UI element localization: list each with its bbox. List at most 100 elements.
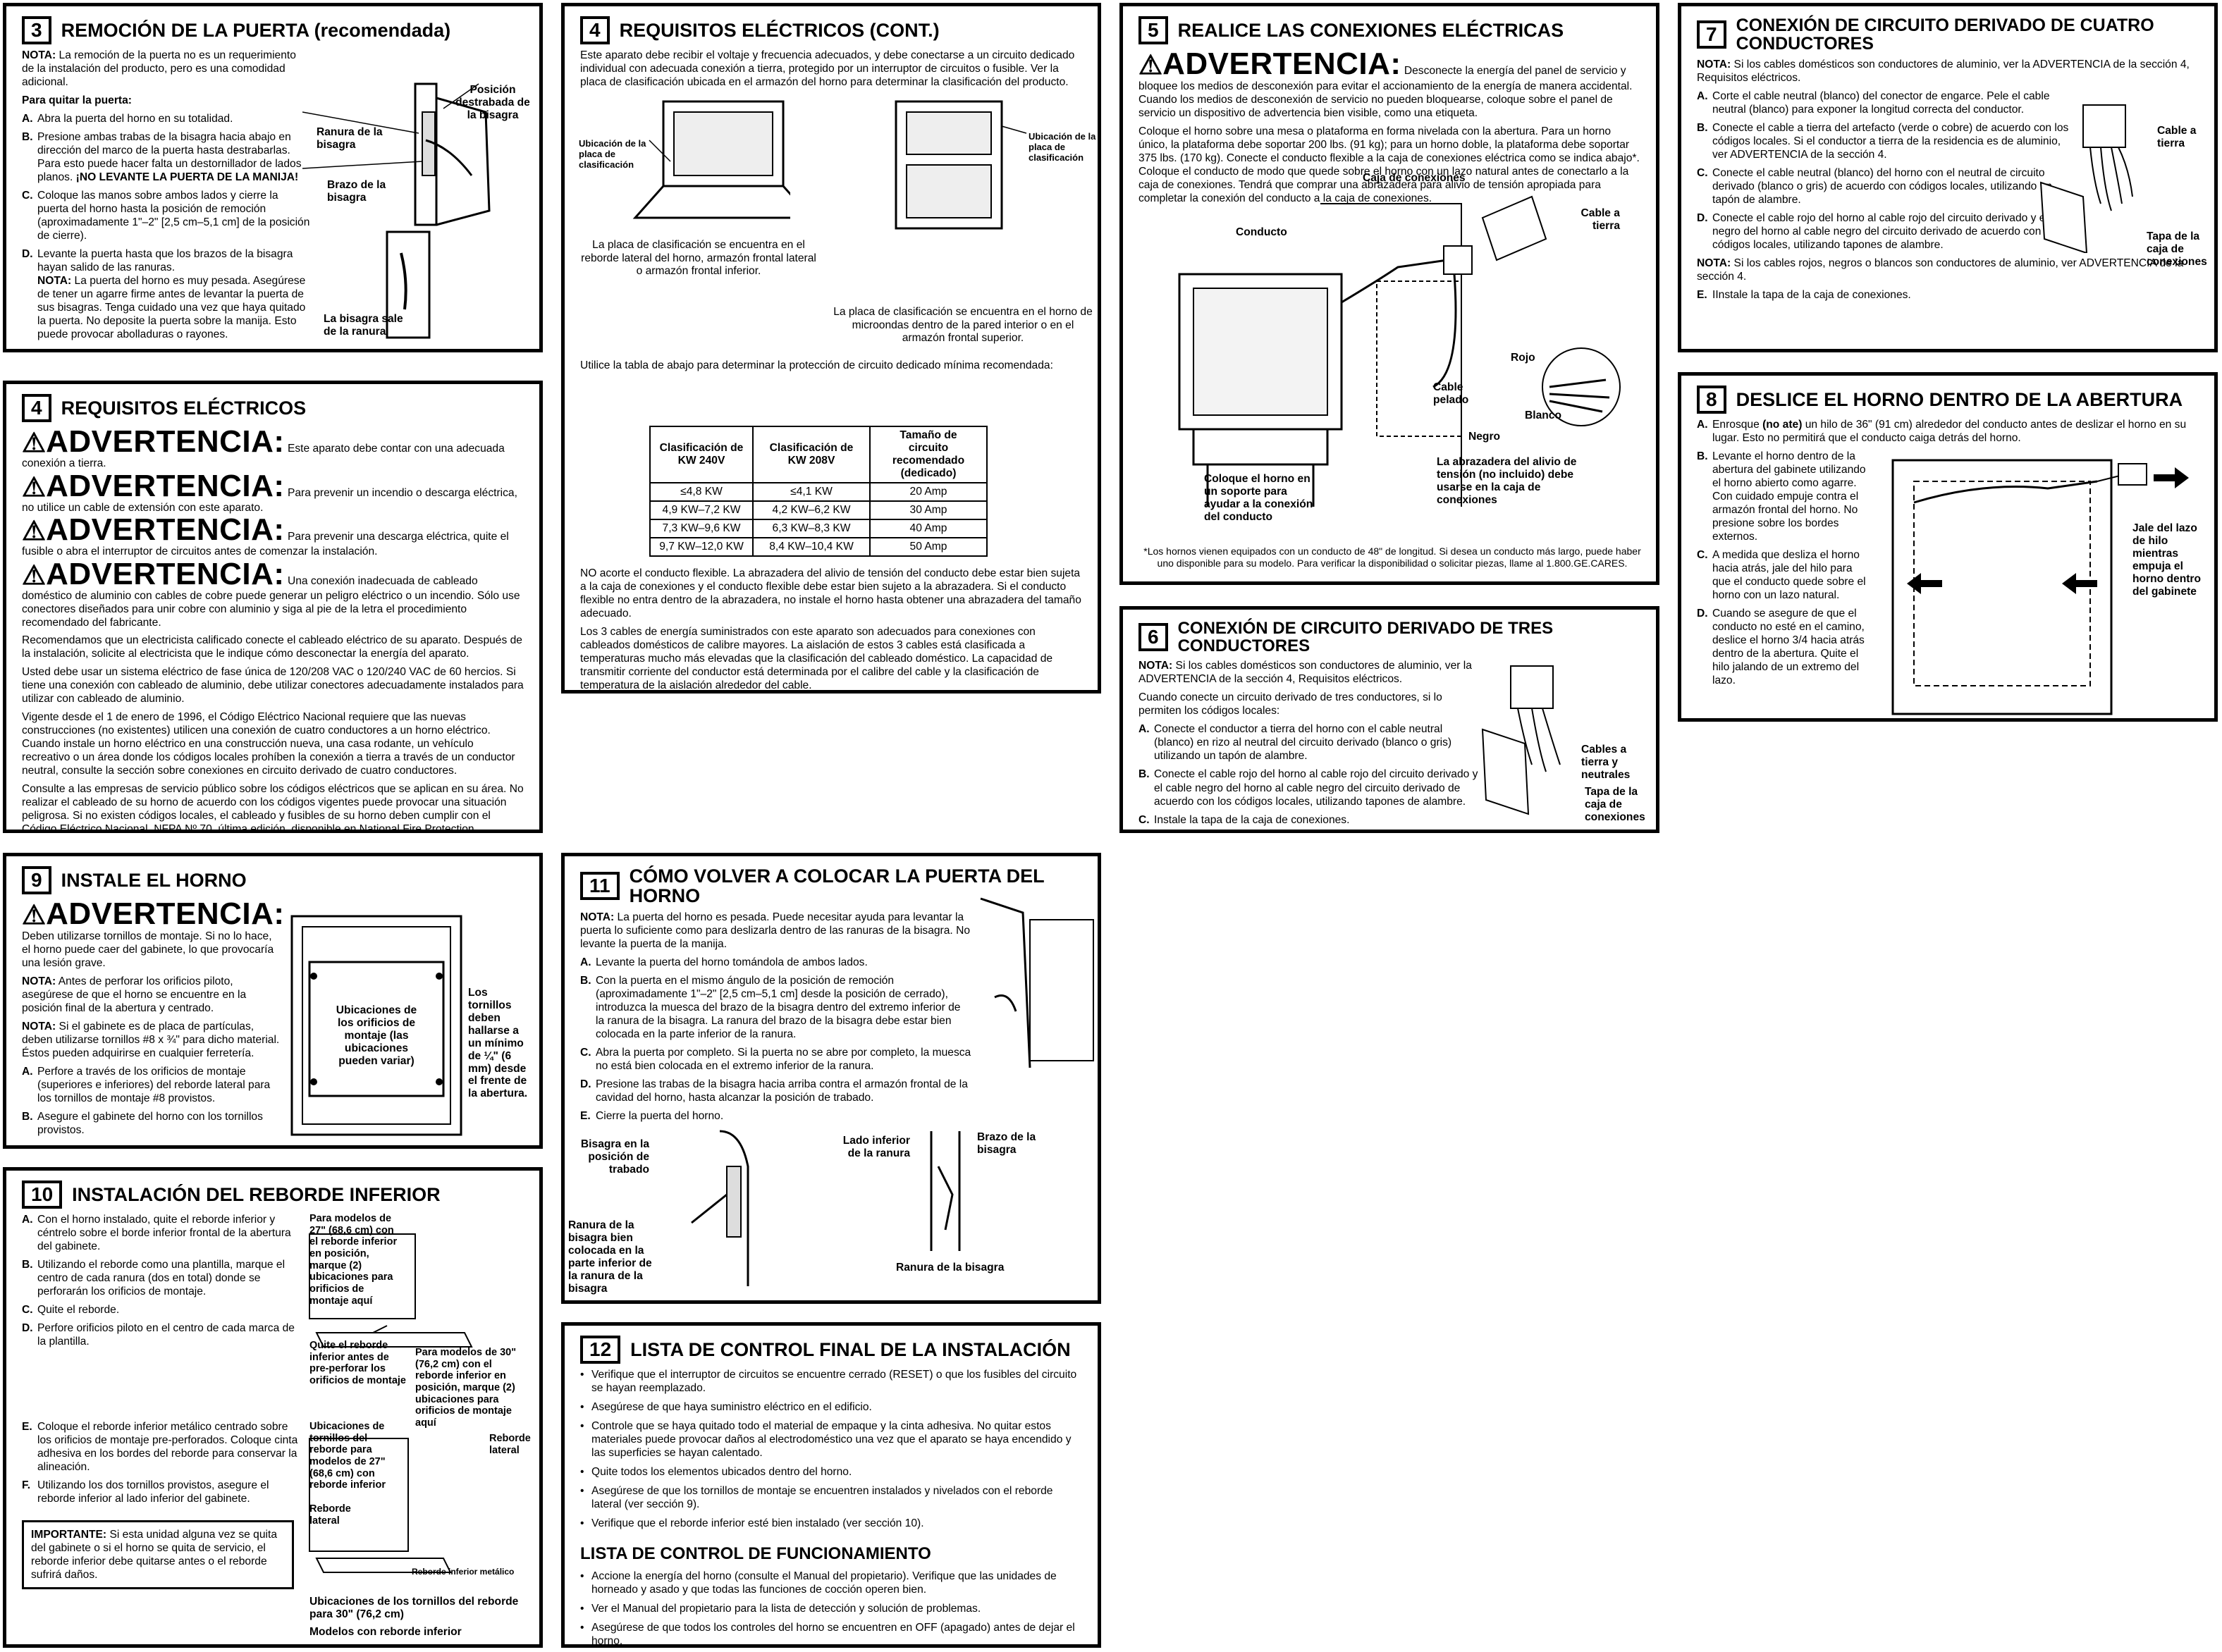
step-c: C.Quite el reborde. (22, 1304, 120, 1317)
step-d: D.Presione las trabas de la bisagra haci… (580, 1078, 968, 1104)
step-b: B.Levante el horno dentro de la abertura… (1697, 450, 1866, 543)
section-title: REMOCIÓN DE LA PUERTA (recomendada) (61, 19, 451, 41)
section-title: INSTALE EL HORNO (61, 869, 247, 891)
list-item: •Asegúrese de que haya suministro eléctr… (580, 1401, 872, 1414)
label-ground-cable: Cable a tierra (2157, 125, 2197, 149)
list-item: •Controle que se haya quitado todo el ma… (580, 1420, 1072, 1460)
paragraph: Usted debe usar un sistema eléctrico de … (22, 666, 524, 705)
step-b: B.Presione ambas trabas de la bisagra ha… (22, 131, 302, 184)
label-pull-string: Jale del lazo de hilo mientras empuja el… (2132, 522, 2202, 598)
label-slot-bottom: Lado inferior de la ranura (842, 1135, 910, 1159)
list-item: •Verifique que el interruptor de circuit… (580, 1369, 1077, 1395)
label-metal-trim: Reborde inferior metálico (412, 1567, 515, 1577)
door-hinge-illustration (302, 82, 491, 339)
warning-3: ⚠ADVERTENCIA: Para prevenir una descarga… (22, 512, 509, 558)
step-d: D.Perfore orificios piloto en el centro … (22, 1322, 295, 1348)
step-a: A.Levante la puerta del horno tomándola … (580, 956, 868, 968)
label-30-models: Para modelos de 30" (76,2 cm) con el reb… (415, 1347, 517, 1429)
label-white: Blanco (1525, 409, 1561, 421)
step-b: B.Asegure el gabinete del horno con los … (22, 1111, 263, 1137)
paragraph: Recomendamos que un electricista calific… (22, 634, 522, 660)
intro: Cuando conecte un circuito derivado de t… (1138, 691, 1442, 717)
label-ground-cable: Cable a tierra (1580, 207, 1620, 232)
section-number: 8 (1697, 386, 1726, 414)
mounting-illustration (290, 915, 462, 1136)
note-2: NOTA: Si los cables rojos, negros o blan… (1697, 257, 2184, 283)
warning-text: Deben utilizarse tornillos de montaje. S… (22, 930, 274, 970)
section-title: CONEXIÓN DE CIRCUITO DERIVADO DE CUATRO … (1736, 16, 2154, 54)
section-title: REQUISITOS ELÉCTRICOS (CONT.) (619, 19, 940, 41)
label-hinge-locked: Bisagra en la posición de trabado (580, 1138, 649, 1176)
list-item: •Verifique que el reborde inferior esté … (580, 1517, 924, 1530)
paragraph: Los 3 cables de energía suministrados co… (580, 626, 1053, 692)
note: NOTA: Si los cables domésticos son condu… (1138, 660, 1472, 686)
step-a: A.Perfore a través de los orificios de m… (22, 1066, 271, 1105)
important-box: IMPORTANTE: Si esta unidad alguna vez se… (22, 1520, 294, 1590)
subheading: LISTA DE CONTROL DE FUNCIONAMIENTO (580, 1544, 931, 1564)
slide-oven-illustration (1891, 459, 2189, 715)
label-black: Negro (1468, 431, 1501, 443)
step-e: E.Coloque el reborde inferior metálico c… (22, 1421, 298, 1474)
step-d: D.Cuando se asegure de que el conducto n… (1697, 608, 1865, 687)
caption-30: Ubicaciones de los tornillos del reborde… (309, 1596, 519, 1620)
section-number: 3 (22, 16, 51, 44)
table-header: Clasificación de KW 208V (752, 426, 871, 483)
section-number: 6 (1138, 623, 1168, 652)
paragraph: Consulte a las empresas de servicio públ… (22, 783, 524, 833)
label-cover: Tapa de la caja de conexiones (1585, 786, 1645, 823)
paragraph: Vigente desde el 1 de enero de 1996, el … (22, 711, 515, 777)
list-item: •Accione la energía del horno (consulte … (580, 1570, 1057, 1596)
warning-4: ⚠ADVERTENCIA: Una conexión inadecuada de… (22, 557, 520, 629)
step-c: C.Coloque las manos sobre ambos lados y … (22, 190, 310, 242)
intro: Este aparato debe recibir el voltaje y f… (580, 49, 1075, 89)
section-number: 10 (22, 1181, 63, 1209)
door-replace-illustration (980, 897, 1094, 1068)
label-27-models: Para modelos de 27" (68,6 cm) con el reb… (309, 1213, 398, 1307)
section-title: LISTA DE CONTROL FINAL DE LA INSTALACIÓN (630, 1338, 1071, 1360)
section-number: 4 (22, 394, 51, 422)
section-number: 12 (580, 1336, 621, 1364)
label-hinge-slot-seated: Ranura de la bisagra bien colocada en la… (568, 1219, 652, 1295)
label-screw-locations: Ubicaciones de tornillos del reborde par… (309, 1421, 386, 1491)
section-number: 5 (1138, 16, 1168, 44)
step-d: D.Conecte el cable rojo del horno al cab… (1697, 211, 2077, 251)
caption-wall-oven: La placa de clasificación se encuentra e… (581, 239, 816, 278)
label-rating-plate: Ubicación de la placa de clasificación (1029, 131, 1096, 163)
list-item: •Quite todos los elementos ubicados dent… (580, 1466, 852, 1479)
combo-oven-illustration (895, 100, 1027, 230)
label-side-trim: Reborde lateral (489, 1433, 531, 1456)
step-c: C.A medida que desliza el horno hacia at… (1697, 549, 1866, 602)
connection-illustration (1178, 195, 1621, 507)
step-d: D.Levante la puerta hasta que los brazos… (22, 248, 306, 341)
caption-combo-oven: La placa de clasificación se encuentra e… (833, 306, 1093, 345)
step-e: E.IInstale la tapa de la caja de conexio… (1697, 288, 1911, 301)
table-intro: Utilice la tabla de abajo para determina… (580, 359, 1053, 371)
caption-models: Modelos con reborde inferior (309, 1626, 462, 1638)
section-12-final-checklist: 12 LISTA DE CONTROL FINAL DE LA INSTALACI… (561, 1322, 1101, 1648)
wall-oven-illustration (632, 100, 790, 219)
step-a: A.Abra la puerta del horno en su totalid… (22, 113, 233, 125)
label-hole-locations: Ubicaciones de los orificios de montaje … (336, 1004, 417, 1067)
step-b: B.Utilizando el reborde como una plantil… (22, 1259, 286, 1298)
section-title: REALICE LAS CONEXIONES ELÉCTRICAS (1177, 19, 1564, 41)
note: NOTA: Si el gabinete es de placa de part… (22, 1021, 280, 1060)
circuit-table: Clasificación de KW 240V Clasificación d… (649, 426, 988, 557)
warning: ⚠ADVERTENCIA: (22, 896, 285, 931)
step-b: B.Con la puerta en el mismo ángulo de la… (580, 974, 961, 1040)
hinge-detail-left (691, 1130, 749, 1286)
step-f: F.Utilizando los dos tornillos provistos… (22, 1479, 269, 1505)
label-side-trim: Reborde lateral (309, 1503, 351, 1527)
hinge-detail-right (930, 1131, 961, 1251)
step-b: B.Conecte el cable a tierra del artefact… (1697, 121, 2069, 161)
label-screw-distance: Los tornillos deben hallarse a un mínimo… (468, 987, 528, 1100)
label-junction-box: Caja de conexiones (1363, 172, 1466, 184)
note: NOTA: La puerta del horno es pesada. Pue… (580, 911, 971, 950)
step-a: A.Enrosque (no ate) un hilo de 36" (91 c… (1697, 419, 2187, 445)
